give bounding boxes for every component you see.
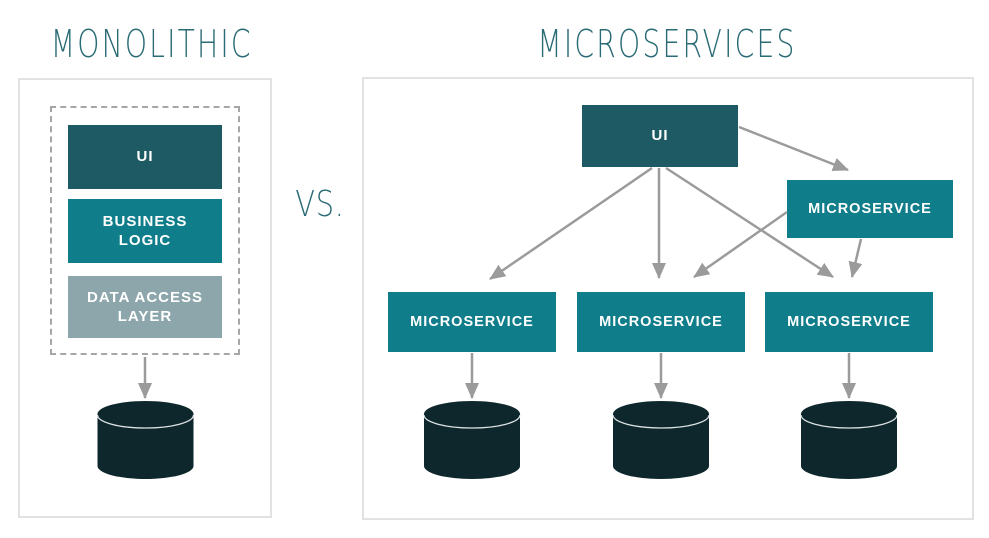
microservice-node-top-right: MICROSERVICE bbox=[787, 180, 953, 238]
microservice-2-label: MICROSERVICE bbox=[599, 313, 723, 330]
monolithic-title: MONOLITHIC bbox=[50, 22, 253, 66]
microservices-title: MICROSERVICES bbox=[537, 22, 797, 66]
monolith-data-access-label: DATA ACCESS LAYER bbox=[87, 288, 203, 326]
microservice-top-right-label: MICROSERVICE bbox=[808, 200, 932, 217]
monolith-ui-label: UI bbox=[136, 148, 154, 166]
microservice-3-label: MICROSERVICE bbox=[787, 313, 911, 330]
microservices-ui-node: UI bbox=[582, 105, 738, 167]
microservice-node-2: MICROSERVICE bbox=[577, 292, 745, 352]
monolith-ui-layer: UI bbox=[68, 125, 222, 189]
monolith-boundary-dashed-box bbox=[50, 106, 240, 355]
microservices-ui-label: UI bbox=[651, 127, 669, 145]
monolith-business-logic-layer: BUSINESS LOGIC bbox=[68, 199, 222, 263]
microservice-node-3: MICROSERVICE bbox=[765, 292, 933, 352]
vs-label: VS. bbox=[295, 184, 345, 225]
microservice-node-1: MICROSERVICE bbox=[388, 292, 556, 352]
microservice-1-label: MICROSERVICE bbox=[410, 313, 534, 330]
monolith-business-logic-label: BUSINESS LOGIC bbox=[102, 212, 188, 250]
monolith-data-access-layer: DATA ACCESS LAYER bbox=[68, 276, 222, 338]
